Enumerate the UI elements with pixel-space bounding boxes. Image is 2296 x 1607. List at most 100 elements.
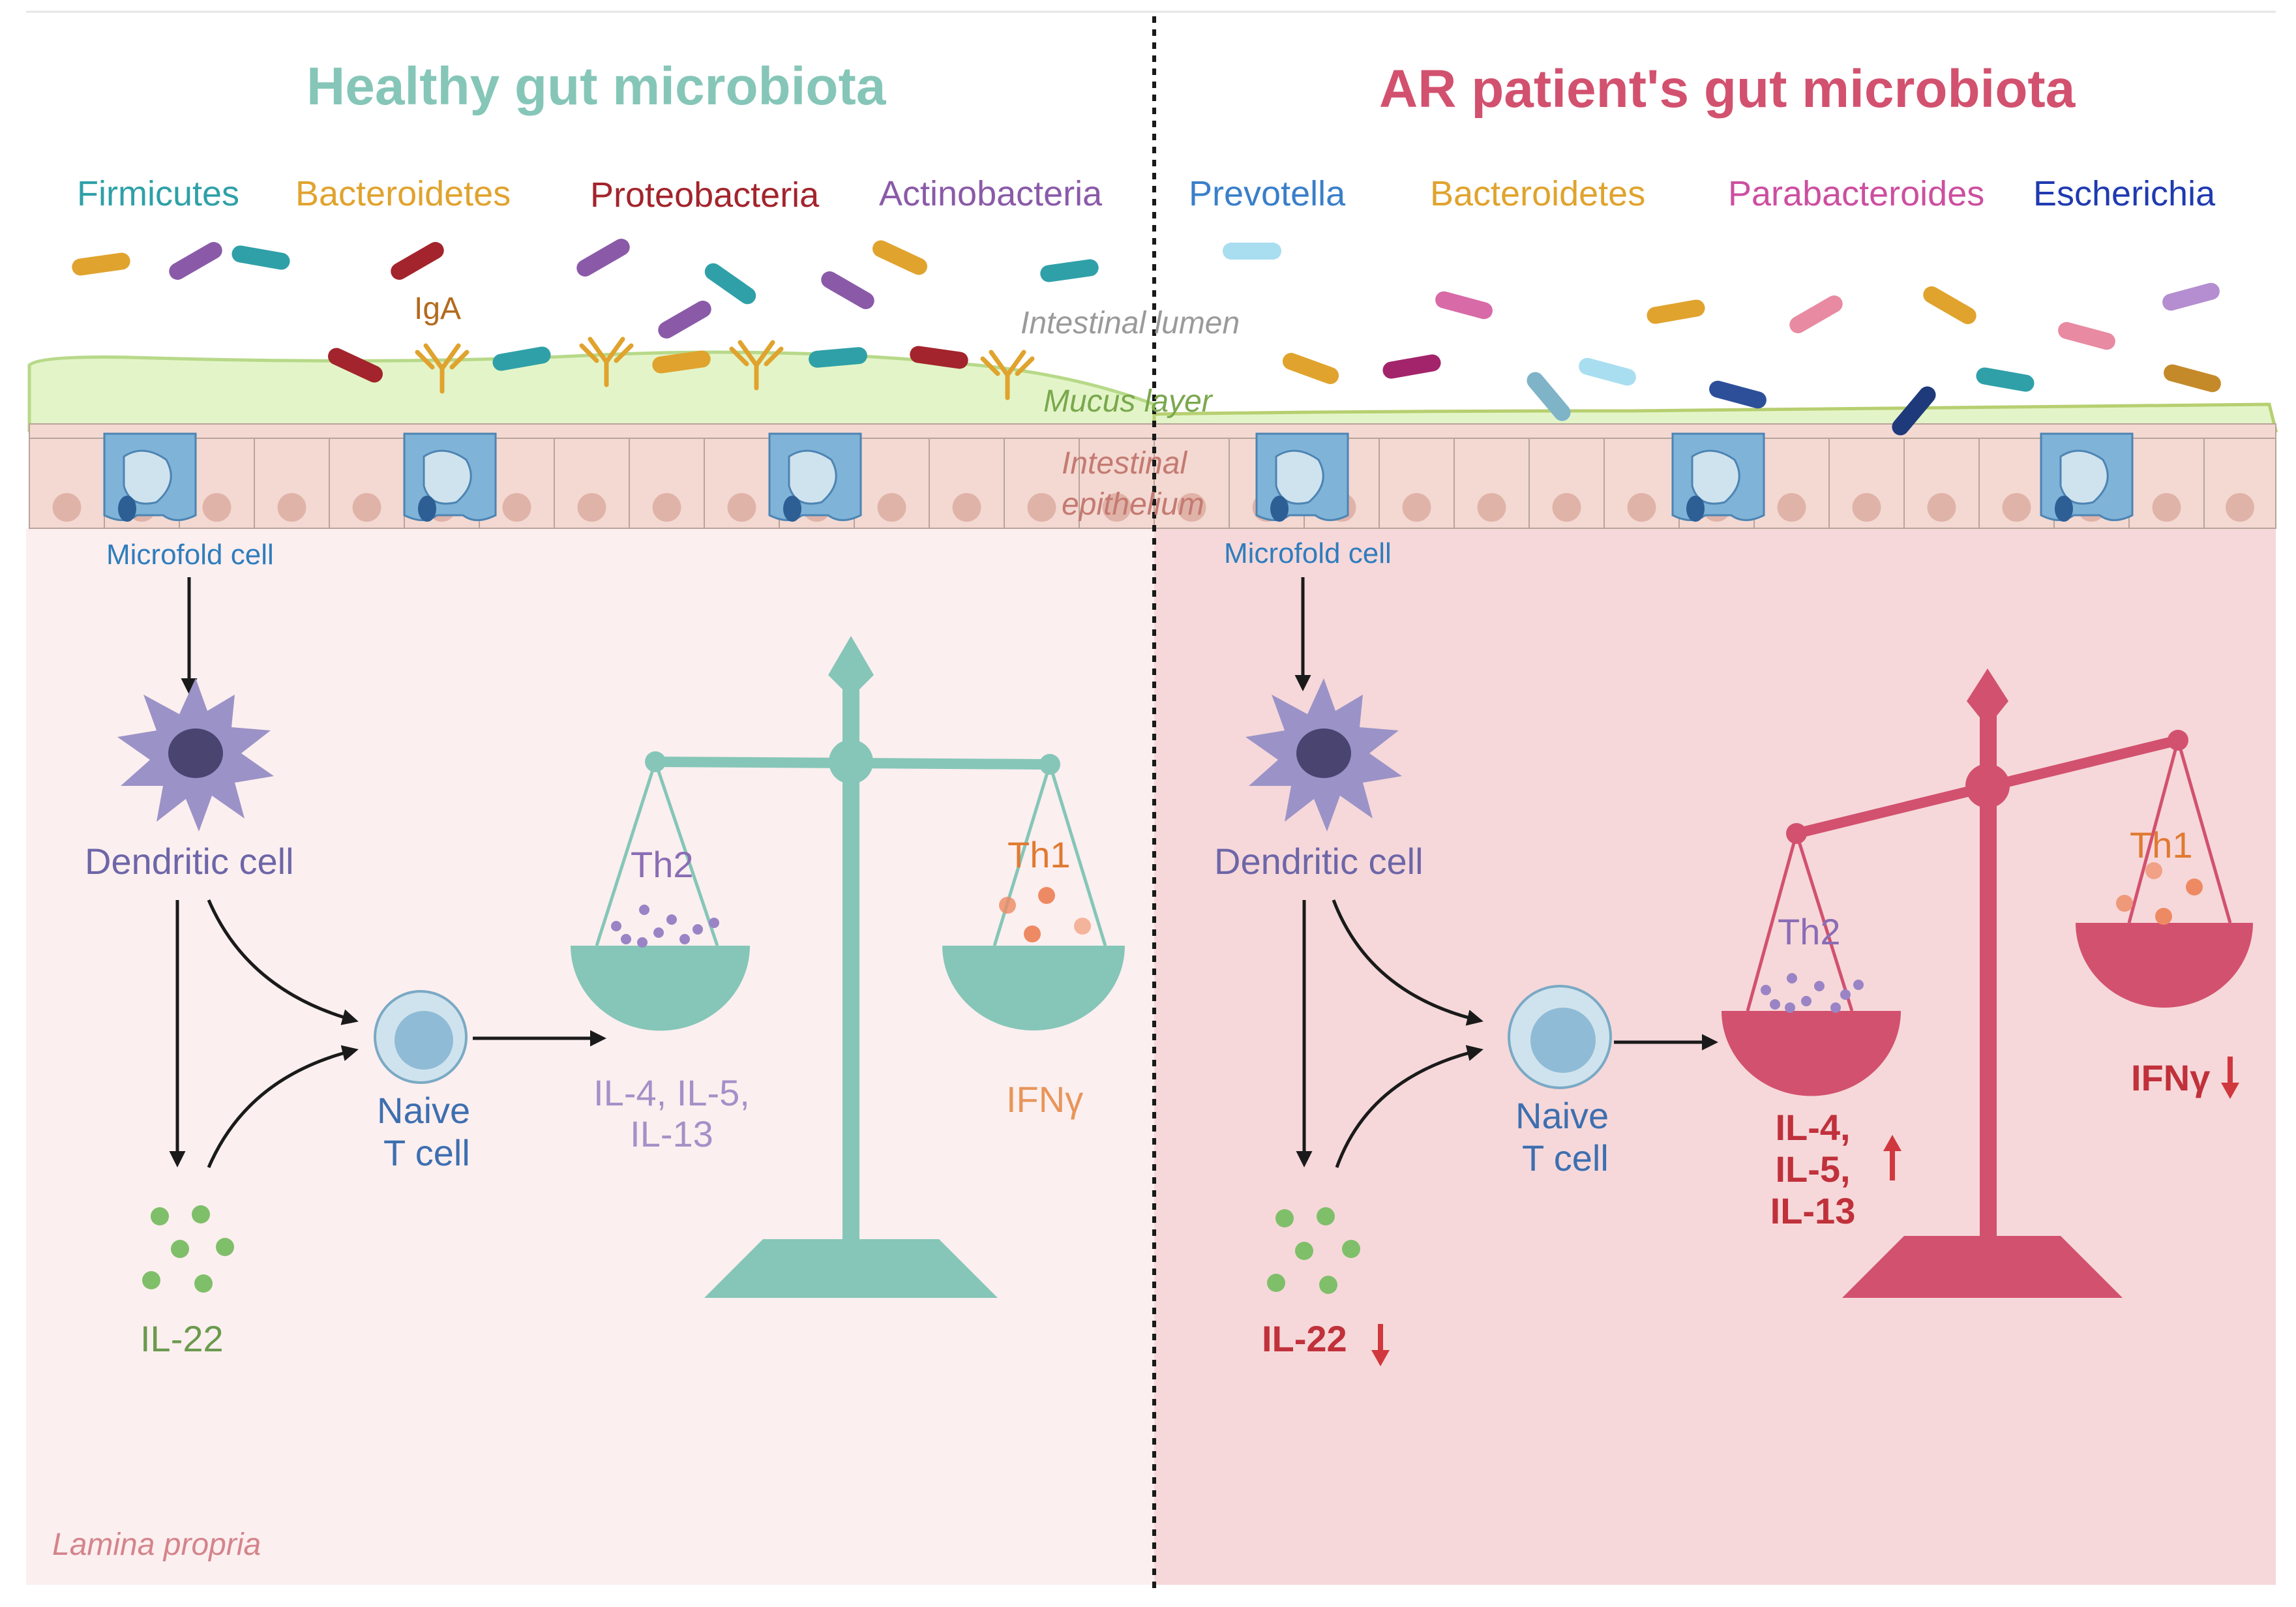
molecule-dot [1814,981,1825,991]
th1-dots-ar [2116,862,2203,925]
epithelial-cell [1603,438,1680,529]
molecule-dot [1830,1002,1841,1013]
healthy-title: Healthy gut microbiota [306,57,886,116]
ifn-label-healthy: IFNγ [1006,1079,1084,1120]
t-cell-label-healthy: T cell [383,1132,470,1173]
molecule-dot [621,934,631,944]
down-arrow-il22 [1371,1324,1390,1366]
th2-dots-healthy [611,905,719,948]
bacterium [231,245,290,270]
balance-scale-ar [1722,668,2253,1298]
molecule-dot [1787,973,1797,984]
molecule-dot [653,927,664,938]
molecule-dot [1267,1274,1285,1292]
microfold-cell [768,432,862,522]
il22-dots-ar [1267,1207,1360,1294]
th2-cytokines-label-healthy-2: IL-13 [630,1113,713,1154]
th2-cytokines-label-ar-2: IL-5, [1775,1149,1851,1190]
bacterium [1282,353,1339,384]
bacterium [327,348,383,383]
arrow-il22-to-tcell-ar [1335,1045,1483,1168]
taxon-label-bacteroidetes: Bacteroidetes [1430,174,1646,213]
bacterium [658,301,711,338]
il22-dots-healthy [142,1205,234,1293]
dendritic-cell-label-healthy: Dendritic cell [85,841,294,882]
molecule-dot [1840,989,1851,1000]
naive-t-cell-healthy [374,990,468,1084]
lamina-propria-label: Lamina propria [52,1527,261,1562]
molecule-dot [999,897,1016,914]
epithelial-nucleus [577,493,606,522]
molecule-dot [1342,1240,1360,1258]
microfold-cell [403,432,497,522]
iga-antibody [980,350,1035,400]
epithelial-nucleus [727,493,756,522]
epithelial-nucleus [1177,493,1206,522]
ar-lamina-propria-bg [1154,528,2276,1585]
epithelial-nucleus [52,493,82,522]
th2-cytokines-label-ar-1: IL-4, [1775,1107,1851,1148]
phylum-label-proteobacteria: Proteobacteria [590,175,820,215]
dendritic-cell-healthy [117,678,274,832]
bacteria [72,238,2221,436]
iga-antibodies [415,337,1035,400]
balance-scale-healthy [571,636,1125,1298]
intestinal-epithelium-label-2: epithelium [1062,487,1204,522]
ar-title: AR patient's gut microbiota [1379,59,2076,119]
epithelial-nucleus [2152,493,2181,522]
molecule-dot [1801,996,1811,1006]
th2-label-ar: Th2 [1778,911,1841,952]
microfold-cell-label-ar: Microfold cell [1224,537,1392,569]
molecule-dot [194,1274,213,1293]
bacterium [910,346,968,369]
bacterium [1040,259,1099,282]
bacterium [2058,322,2115,350]
il22-label-ar: IL-22 [1262,1318,1347,1359]
molecule-dot [1317,1207,1335,1225]
microfold-cell [2040,432,2134,522]
molecule-dot [1295,1242,1313,1260]
epithelial-nucleus [1852,493,1881,522]
molecule-dot [1074,918,1091,935]
bacterium [821,271,874,309]
phylum-label-bacteroidetes: Bacteroidetes [295,174,511,213]
microfold-cells [103,432,2134,522]
naive-label-ar: Naive [1515,1095,1609,1136]
molecule-dot [611,921,621,931]
arrow-dc-to-tcell [207,899,359,1025]
epithelial-nucleus [1927,493,1956,522]
mucus-layer-label: Mucus layer [1043,384,1212,419]
epithelial-nucleus [1627,493,1656,522]
bacterium [169,242,222,280]
molecule-dot [1761,985,1771,995]
bacterium [1789,295,1843,333]
naive-label-healthy: Naive [377,1090,471,1131]
molecule-dot [693,924,703,935]
iga-label: IgA [414,292,462,326]
bacterium [1382,354,1441,379]
epithelial-nucleus [877,493,906,522]
epithelial-nucleus [1477,493,1506,522]
ifn-label-ar: IFNγ [2131,1057,2211,1098]
microfold-cell [1671,432,1765,522]
molecule-dot [1319,1276,1337,1294]
healthy-lamina-propria-bg [26,528,1154,1585]
epithelial-nucleus [277,493,306,522]
th2-label-healthy: Th2 [631,844,694,885]
bacterium [72,252,130,276]
bacterium [872,240,928,275]
bacterium [1709,380,1767,409]
th2-dots-ar [1761,973,1864,1013]
molecule-dot [709,918,719,928]
molecule-dot [2186,879,2203,895]
iga-antibody [579,337,634,387]
bacterium [391,242,444,280]
naive-t-cell-ar [1508,985,1612,1089]
molecule-dot [1024,925,1041,942]
molecule-dot [2116,895,2133,912]
molecule-dot [1275,1209,1294,1227]
microfold-cell-label-healthy: Microfold cell [106,539,274,571]
epithelial-nucleus [2002,493,2031,522]
arrow-il22-to-tcell [207,1045,359,1168]
